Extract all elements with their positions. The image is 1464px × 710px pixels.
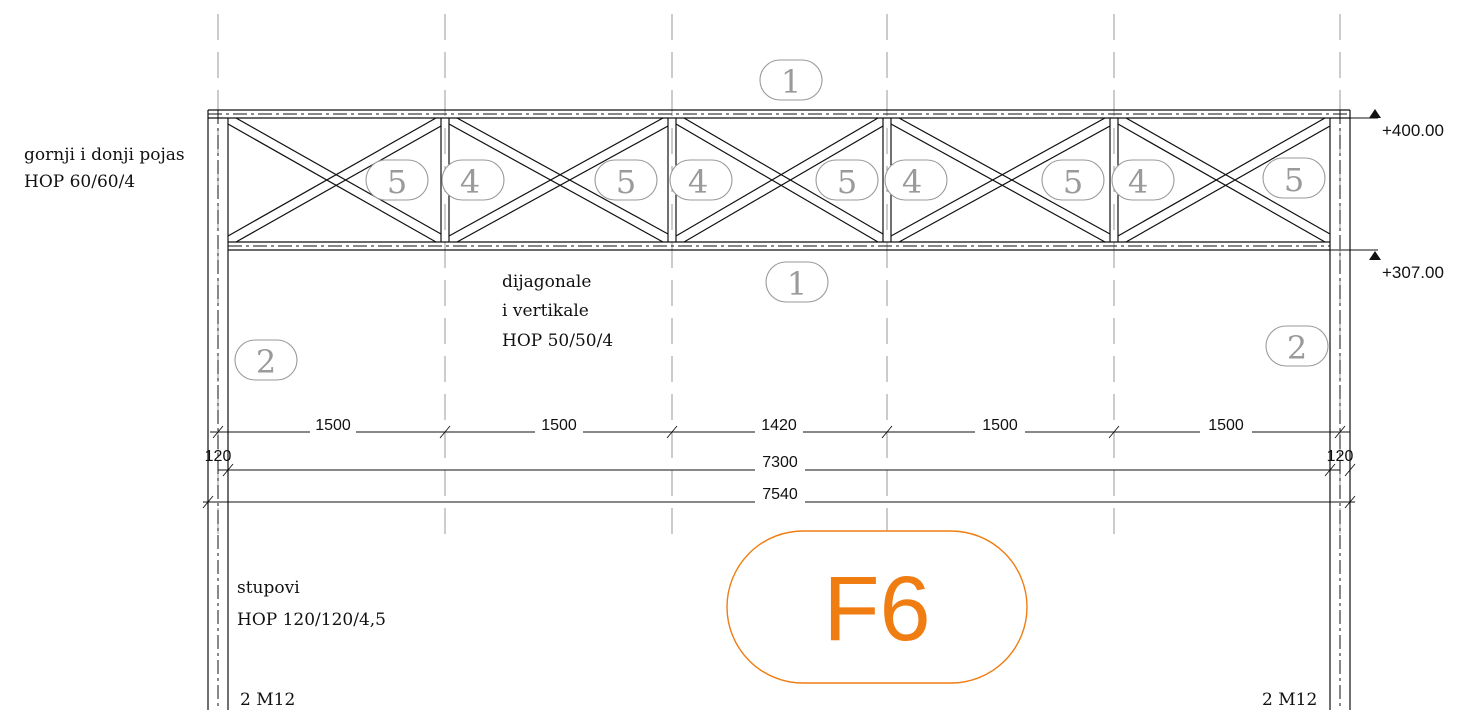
bubble-chord-top: 1 — [759, 59, 823, 101]
dimension-edge-left: 120 — [205, 448, 232, 465]
svg-text:5: 5 — [1063, 163, 1083, 201]
svg-text:5: 5 — [616, 163, 636, 201]
elevation-marker-top: +400.00 — [1350, 109, 1444, 140]
diagonals-label: dijagonale i vertikale HOP 50/50/4 — [502, 272, 613, 351]
drawing-title: F6 — [726, 530, 1028, 684]
dimension-inner-total: 7300 — [762, 454, 798, 471]
dimension-chain-panels: 1500 1500 1420 1500 1500 — [210, 417, 1350, 439]
chord-label: gornji i donji pojas HOP 60/60/4 — [24, 145, 185, 192]
chord-label-line2: HOP 60/60/4 — [24, 172, 135, 192]
svg-text:2: 2 — [256, 343, 276, 381]
bubble-diagonal: 5 — [815, 159, 879, 201]
bubble-diagonal: 5 — [1041, 159, 1105, 201]
svg-text:4: 4 — [460, 163, 480, 201]
dimension-panel-1: 1500 — [315, 417, 351, 434]
svg-text:2: 2 — [1287, 329, 1307, 367]
bottom-chord — [228, 241, 1330, 251]
columns-label-line2: HOP 120/120/4,5 — [237, 610, 386, 630]
bubble-column-right: 2 — [1265, 325, 1329, 367]
grid-axes — [217, 14, 1341, 540]
bubble-diagonal: 5 — [1262, 157, 1326, 199]
dimension-panel-4: 1500 — [982, 417, 1018, 434]
columns-label: stupovi HOP 120/120/4,5 — [237, 578, 386, 630]
bubble-diagonal: 5 — [594, 159, 658, 201]
svg-text:1: 1 — [781, 63, 801, 101]
dimension-edge-right: 120 — [1327, 448, 1354, 465]
bubble-vertical: 4 — [669, 159, 733, 201]
diagonals-label-line1: dijagonale — [502, 272, 591, 292]
elevation-bottom-label: +307.00 — [1382, 263, 1444, 282]
svg-text:1: 1 — [787, 265, 807, 303]
top-chord — [208, 109, 1350, 119]
dimension-panel-2: 1500 — [541, 417, 577, 434]
anchor-label-left: 2 M12 — [240, 690, 295, 710]
dimension-chain-inner: 120 120 7300 — [205, 448, 1356, 477]
svg-text:5: 5 — [387, 163, 407, 201]
right-column — [1329, 110, 1351, 710]
anchor-label-right: 2 M12 — [1262, 690, 1317, 710]
svg-text:4: 4 — [1128, 163, 1148, 201]
chord-label-line1: gornji i donji pojas — [24, 145, 185, 165]
truss-diagonals — [227, 117, 1331, 243]
svg-text:5: 5 — [837, 163, 857, 201]
bubble-vertical: 4 — [884, 159, 948, 201]
dimension-chain-outer: 7540 — [202, 486, 1356, 509]
dimension-panel-5: 1500 — [1208, 417, 1244, 434]
truss-verticals — [440, 118, 1119, 242]
bubble-vertical: 4 — [441, 159, 505, 201]
bubble-column-left: 2 — [234, 339, 298, 381]
columns-label-line1: stupovi — [237, 578, 300, 598]
elevation-top-label: +400.00 — [1382, 121, 1444, 140]
svg-text:4: 4 — [688, 163, 708, 201]
svg-text:4: 4 — [902, 163, 922, 201]
diagonals-label-line3: HOP 50/50/4 — [502, 331, 613, 351]
drawing-title-label: F6 — [823, 558, 930, 660]
elevation-marker-bottom: +307.00 — [1330, 249, 1444, 282]
dimension-panel-3: 1420 — [761, 417, 797, 434]
left-column — [207, 110, 229, 710]
dimension-outer-total: 7540 — [762, 486, 798, 503]
diagonals-label-line2: i vertikale — [502, 301, 589, 321]
svg-text:5: 5 — [1284, 161, 1304, 199]
bubble-vertical: 4 — [1111, 159, 1175, 201]
bubble-chord-bottom: 1 — [765, 261, 829, 303]
bubble-diagonal: 5 — [365, 159, 429, 201]
